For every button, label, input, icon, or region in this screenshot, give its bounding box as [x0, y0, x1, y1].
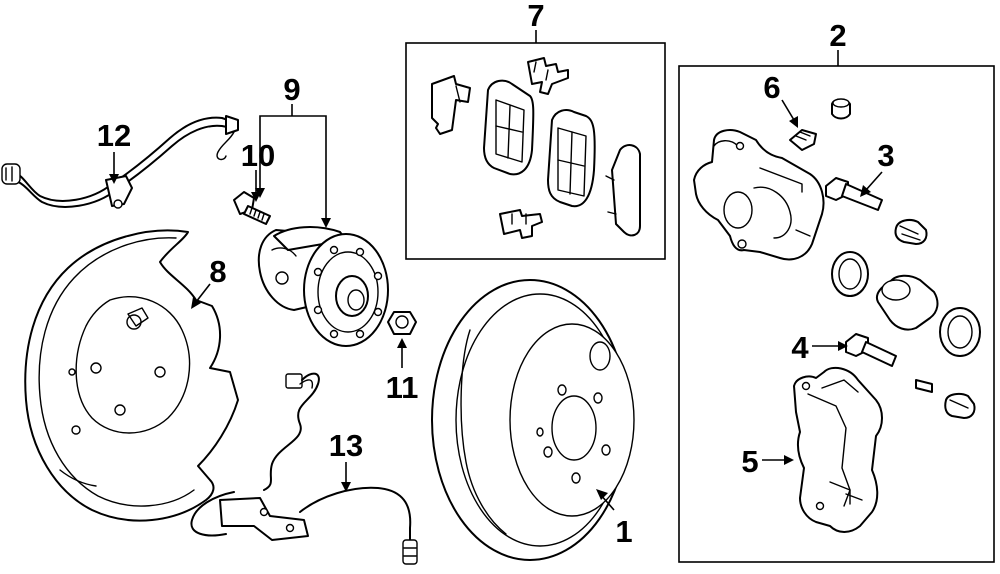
abs-sensor-part	[190, 372, 418, 565]
caliper-body-part	[693, 129, 825, 261]
bleeder-screw-part	[789, 129, 817, 151]
piston-seal-part	[831, 251, 869, 297]
hub-bolt-part	[233, 191, 271, 225]
axle-nut-part	[387, 311, 417, 335]
callout-10: 10	[241, 138, 275, 173]
leader-3	[865, 171, 883, 191]
piston-boot-part	[939, 307, 981, 357]
callout-1: 1	[615, 514, 632, 549]
pin-bushing-part	[915, 379, 933, 393]
callout-3: 3	[877, 138, 894, 173]
callout-12: 12	[97, 118, 131, 153]
leader-9	[259, 115, 327, 220]
pin-boot-lower-part	[944, 392, 976, 419]
leader-8	[195, 283, 211, 303]
callout-7: 7	[527, 0, 544, 33]
callout-5: 5	[741, 444, 758, 479]
callout-2: 2	[829, 18, 846, 53]
leader-6	[781, 99, 795, 121]
guide-pin-part	[825, 177, 883, 211]
caliper-bolt-part	[845, 333, 897, 367]
callout-13: 13	[329, 428, 363, 463]
callout-6: 6	[763, 70, 780, 105]
caliper-piston-part	[876, 274, 939, 331]
callout-8: 8	[209, 254, 226, 289]
callout-11: 11	[386, 370, 419, 405]
caliper-bracket-part	[793, 366, 883, 533]
dust-shield-part	[24, 229, 239, 522]
callout-9: 9	[283, 72, 300, 107]
pin-boot-upper-part	[894, 219, 928, 245]
caliper-assembly-box	[678, 65, 995, 563]
brake-hose-part	[1, 115, 239, 209]
brake-pad-kit-parts	[431, 57, 641, 239]
bleeder-cap-part	[831, 98, 851, 120]
brake-rotor-part	[431, 279, 635, 561]
callout-4: 4	[791, 330, 809, 365]
hub-bearing-part	[257, 226, 389, 347]
